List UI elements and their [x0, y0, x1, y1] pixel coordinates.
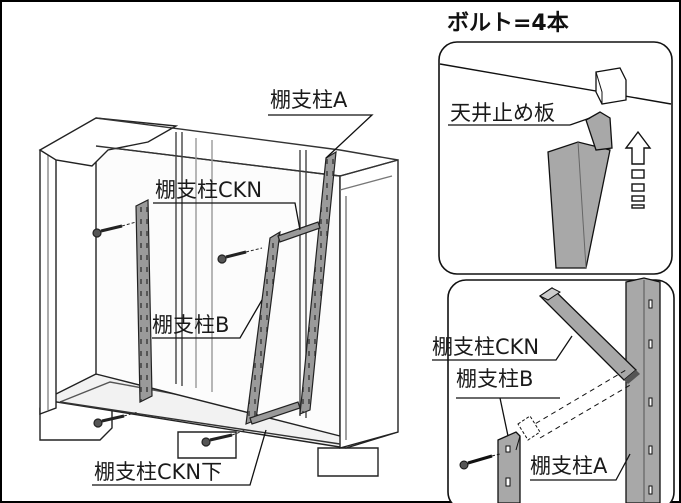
bolt-icon [201, 433, 233, 447]
label-ceiling-stop-plate: 天井止め板 [450, 101, 555, 125]
right-side-panel [339, 159, 399, 449]
bolt-icon [459, 454, 493, 470]
bolt-count-label: ボルト=4本 [447, 11, 569, 36]
bolt-icon [93, 414, 125, 428]
storage-cabinet [38, 117, 399, 477]
label-shelf-post-ckn: 棚支柱CKN [155, 178, 262, 202]
shelf-post-ckn-lower [249, 401, 301, 425]
bolt-icon [92, 224, 123, 238]
label-shelf-post-a: 棚支柱A [270, 88, 348, 112]
up-arrow-icon [624, 130, 652, 209]
detail-ckn-joint: 棚支柱CKN 棚支柱B 棚支柱A [432, 277, 675, 503]
label-shelf-post-b: 棚支柱B [152, 313, 229, 337]
label-shelf-post-ckn-lower: 棚支柱CKN下 [94, 460, 222, 484]
bolts [92, 224, 247, 447]
label-detail-ckn: 棚支柱CKN [432, 335, 539, 359]
label-detail-b: 棚支柱B [456, 367, 533, 391]
base-footing-right [317, 447, 379, 477]
detail-post [547, 141, 611, 269]
detail-post-a [625, 277, 661, 503]
shelf-posts [135, 150, 337, 425]
label-detail-a: 棚支柱A [530, 454, 608, 478]
shelf-post-ckn [277, 221, 321, 243]
shelf-post-left [135, 199, 153, 403]
shelf-post-a [299, 150, 337, 415]
bolt-icon [217, 250, 247, 264]
detail-post-b [497, 431, 521, 503]
detail-ceiling-plate: 天井止め板 [438, 41, 673, 275]
